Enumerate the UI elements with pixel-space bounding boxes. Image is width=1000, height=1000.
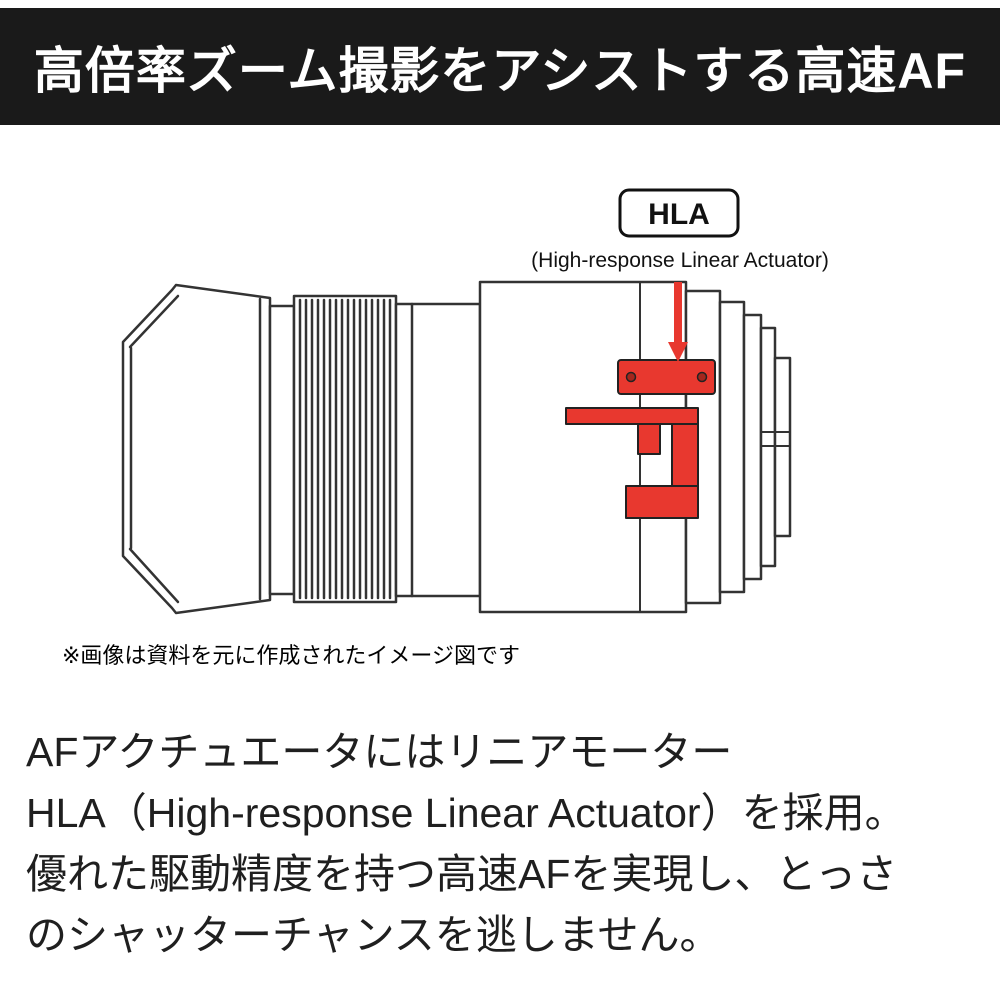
page-title: 高倍率ズーム撮影をアシストする高速AF <box>33 42 967 99</box>
description-line-3: 優れた駆動精度を持つ高速AFを実現し、とっさ <box>26 851 898 897</box>
description-line-2: HLA（High-response Linear Actuator）を採用。 <box>26 790 906 836</box>
zoom-ring <box>292 294 398 604</box>
hla-label-box <box>618 188 740 238</box>
mid-barrel <box>394 302 482 598</box>
header-banner: 高倍率ズーム撮影をアシストする高速AF <box>0 8 1000 125</box>
hla-callout: HLA (High-response Linear Actuator) <box>531 188 829 272</box>
lens-diagram: HLA (High-response Linear Actuator) ※画像は… <box>60 170 940 668</box>
lens-mount <box>684 289 792 605</box>
hla-sublabel: (High-response Linear Actuator) <box>531 249 829 272</box>
lens-illustration: HLA (High-response Linear Actuator) <box>121 188 829 615</box>
lens-hood <box>121 283 272 615</box>
hla-actuator <box>565 359 716 519</box>
image-note: ※画像は資料を元に作成されたイメージ図です <box>62 643 520 668</box>
hood-connector-ring <box>268 304 296 596</box>
description: AFアクチュエータにはリニアモーター HLA（High-response Lin… <box>26 722 986 966</box>
description-line-4: のシャッターチャンスを逃しません。 <box>26 912 721 958</box>
description-line-1: AFアクチュエータにはリニアモーター <box>26 729 733 775</box>
hla-label: HLA <box>648 198 710 231</box>
pointer-arrow-icon <box>668 282 688 362</box>
